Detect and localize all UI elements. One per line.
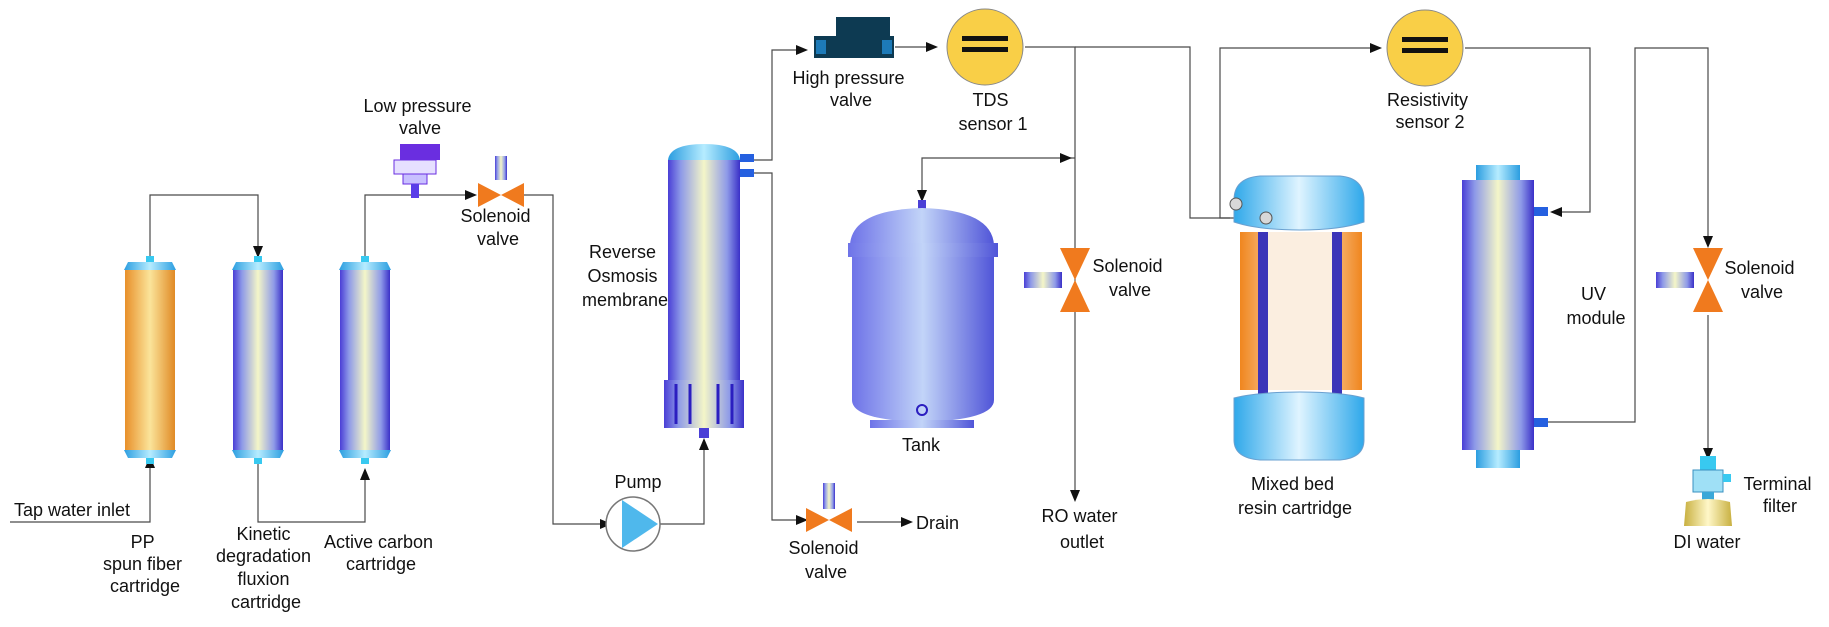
arrow-drain-valve — [796, 515, 808, 525]
arrow-terminal-filter — [1703, 448, 1713, 460]
arrow-drain — [901, 517, 913, 527]
carbon-cartridge — [339, 256, 391, 464]
label-uv-module: UV module — [1566, 284, 1625, 328]
tds-sensor-gauge — [946, 8, 1024, 86]
label-drain: Drain — [916, 513, 959, 533]
label-solenoid-valve-ro: Solenoid valve — [1092, 256, 1167, 300]
label-mixed-bed: Mixed bed resin cartridge — [1238, 474, 1352, 518]
arrow-tank-in — [917, 190, 927, 202]
label-tank: Tank — [902, 435, 941, 455]
arrow-solenoid-1 — [465, 190, 477, 200]
label-di-water: DI water — [1673, 532, 1740, 552]
label-pump: Pump — [614, 472, 661, 492]
label-solenoid-valve-drain: Solenoid valve — [788, 538, 863, 582]
arrow-uv-in — [1550, 207, 1562, 217]
pp-cartridge — [124, 256, 176, 464]
label-terminal-filter: Terminal filter — [1743, 474, 1816, 516]
ro-membrane — [664, 144, 754, 438]
arrow-tds — [926, 42, 938, 52]
high-pressure-valve — [814, 17, 894, 58]
label-ro-water-outlet: RO water outlet — [1041, 506, 1122, 552]
flow-arrows — [145, 42, 1713, 529]
label-tds-sensor: TDS sensor 1 — [958, 90, 1027, 134]
tank — [848, 200, 998, 428]
solenoid-valve-1 — [478, 156, 524, 207]
uv-module — [1462, 165, 1548, 468]
label-ro-membrane: Reverse Osmosis membrane — [582, 242, 668, 310]
arrow-ro-outlet — [1070, 490, 1080, 502]
label-solenoid-valve-1: Solenoid valve — [460, 206, 535, 249]
label-tap-water-inlet: Tap water inlet — [14, 500, 130, 520]
solenoid-valve-ro — [1024, 248, 1090, 312]
label-high-pressure-valve: High pressure valve — [792, 68, 909, 110]
arrow-kdf-in — [253, 246, 263, 258]
label-solenoid-valve-di: Solenoid valve — [1724, 258, 1799, 302]
arrow-di-valve — [1703, 236, 1713, 248]
low-pressure-valve — [393, 144, 440, 198]
arrow-carbon-in — [360, 468, 370, 480]
pipe-network — [10, 46, 1709, 525]
arrow-ro-in — [699, 438, 709, 450]
solenoid-valve-drain — [806, 483, 852, 532]
mixed-bed-resin-cartridge — [1229, 175, 1365, 461]
arrow-hp-valve — [796, 45, 808, 55]
terminal-filter — [1684, 456, 1732, 526]
arrow-resistivity — [1370, 43, 1382, 53]
arrow-tank-branch — [1060, 153, 1072, 163]
pump — [605, 496, 661, 552]
label-low-pressure-valve: Low pressure valve — [363, 96, 476, 138]
label-resistivity-sensor: Resistivity sensor 2 — [1387, 90, 1473, 132]
label-active-carbon: Active carbon cartridge — [324, 532, 438, 574]
resistivity-sensor-gauge — [1386, 9, 1464, 87]
label-kdf-cartridge: Kinetic degradation fluxion cartridge — [216, 524, 316, 612]
label-pp-cartridge: PP spun fiber cartridge — [103, 532, 187, 596]
solenoid-valve-di — [1656, 248, 1723, 312]
kdf-cartridge — [232, 256, 284, 464]
labels: Tap water inlet PP spun fiber cartridge … — [14, 68, 1816, 612]
